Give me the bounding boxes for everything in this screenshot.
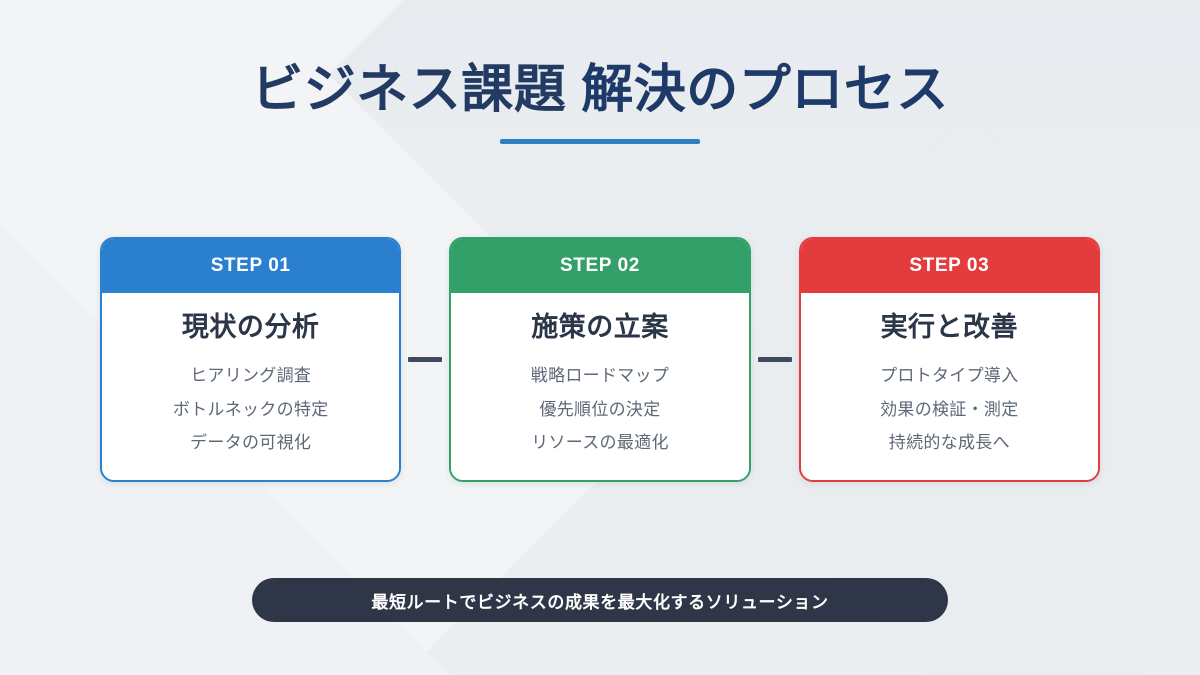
footer-tagline-pill: 最短ルートでビジネスの成果を最大化するソリューション [252, 578, 948, 622]
page-title-part-1: ビジネス課題 [251, 61, 567, 119]
step-card-3[interactable]: STEP 03 実行と改善 プロトタイプ導入 効果の検証・測定 持続的な成長へ [798, 237, 1100, 482]
list-item: データの可視化 [190, 432, 312, 452]
step-card-2-badge: STEP 02 [451, 239, 749, 293]
connector-1-2 [401, 237, 449, 482]
step-card-1-title: 現状の分析 [181, 312, 320, 342]
list-item: リソースの最適化 [531, 432, 669, 452]
list-item: ヒアリング調査 [190, 366, 312, 386]
list-item: 持続的な成長へ [888, 432, 1010, 452]
title-underline-accent [500, 139, 700, 145]
page-title-part-2: 解決のプロセス [581, 61, 949, 119]
list-item: プロトタイプ導入 [880, 366, 1019, 386]
step-card-3-badge: STEP 03 [800, 239, 1098, 293]
page-title-space [566, 61, 581, 119]
connector-bar-icon [408, 357, 443, 362]
step-card-2-title: 施策の立案 [531, 312, 669, 342]
step-card-2-body: 施策の立案 戦略ロードマップ 優先順位の決定 リソースの最適化 [451, 293, 749, 480]
step-card-3-title: 実行と改善 [880, 312, 1019, 342]
page-title: ビジネス課題 解決のプロセス [0, 60, 1200, 121]
list-item: 効果の検証・測定 [880, 399, 1019, 419]
step-card-1[interactable]: STEP 01 現状の分析 ヒアリング調査 ボトルネックの特定 データの可視化 [100, 237, 402, 482]
connector-bar-icon [757, 357, 792, 362]
step-card-3-items: プロトタイプ導入 効果の検証・測定 持続的な成長へ [811, 359, 1088, 458]
title-block: ビジネス課題 解決のプロセス [0, 60, 1200, 145]
step-card-2-items: 戦略ロードマップ 優先順位の決定 リソースの最適化 [461, 359, 738, 458]
step-card-1-body: 現状の分析 ヒアリング調査 ボトルネックの特定 データの可視化 [102, 293, 400, 480]
step-card-1-items: ヒアリング調査 ボトルネックの特定 データの可視化 [112, 359, 389, 458]
list-item: 優先順位の決定 [539, 399, 661, 419]
steps-row: STEP 01 現状の分析 ヒアリング調査 ボトルネックの特定 データの可視化 … [100, 237, 1100, 482]
step-card-1-badge: STEP 01 [102, 239, 400, 293]
footer-tagline-label: 最短ルートでビジネスの成果を最大化するソリューション [371, 592, 829, 612]
connector-2-3 [751, 237, 799, 482]
step-card-3-body: 実行と改善 プロトタイプ導入 効果の検証・測定 持続的な成長へ [800, 293, 1098, 480]
list-item: ボトルネックの特定 [172, 399, 329, 419]
list-item: 戦略ロードマップ [530, 366, 670, 386]
step-card-2[interactable]: STEP 02 施策の立案 戦略ロードマップ 優先順位の決定 リソースの最適化 [449, 237, 751, 482]
